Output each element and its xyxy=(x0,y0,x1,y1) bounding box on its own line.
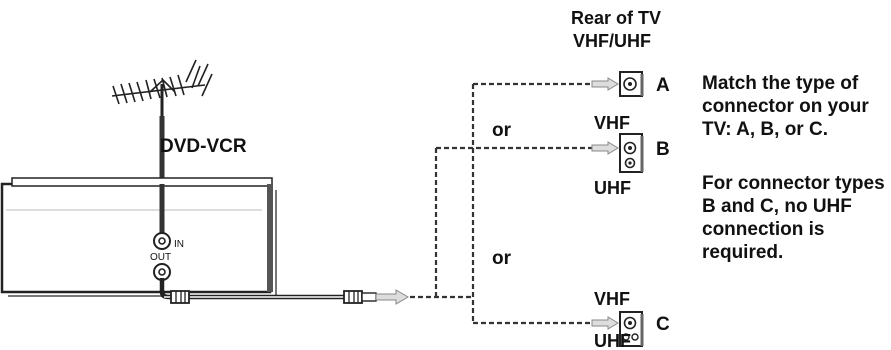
connector-b-label: B xyxy=(656,139,670,160)
out-jack xyxy=(153,263,171,281)
in-label: IN xyxy=(174,239,184,250)
or-label-2: or xyxy=(492,248,512,269)
note-match-connector: Match the type of connector on your TV: … xyxy=(702,73,869,140)
connector-a-label: A xyxy=(656,75,670,96)
connection-paths xyxy=(410,82,592,325)
vhf-label-b: VHF xyxy=(594,113,630,133)
dvd-vcr-unit xyxy=(0,177,277,297)
vhf-label-c: VHF xyxy=(594,289,630,309)
or-label-1: or xyxy=(492,120,512,141)
plug-c-icon xyxy=(591,316,619,330)
uhf-label-b: UHF xyxy=(594,178,631,198)
device-label: DVD-VCR xyxy=(160,136,247,157)
antenna-icon xyxy=(111,59,213,118)
connector-b-icon xyxy=(619,133,644,173)
plug-arrow-icon xyxy=(375,289,409,305)
plug-a-icon xyxy=(591,77,619,91)
connector-c-label: C xyxy=(656,314,670,335)
coax-cable xyxy=(159,278,392,304)
uhf-label-c: UHF xyxy=(594,331,631,350)
connector-c-icon xyxy=(619,311,644,347)
out-label: OUT xyxy=(150,252,171,263)
note-no-uhf-required: For connector types B and C, no UHF conn… xyxy=(702,173,885,263)
in-jack xyxy=(153,232,171,250)
header-rear-of-tv: Rear of TV xyxy=(571,8,661,28)
plug-b-icon xyxy=(591,141,619,155)
connector-a-icon xyxy=(619,71,644,97)
header-vhf-uhf: VHF/UHF xyxy=(573,31,651,51)
